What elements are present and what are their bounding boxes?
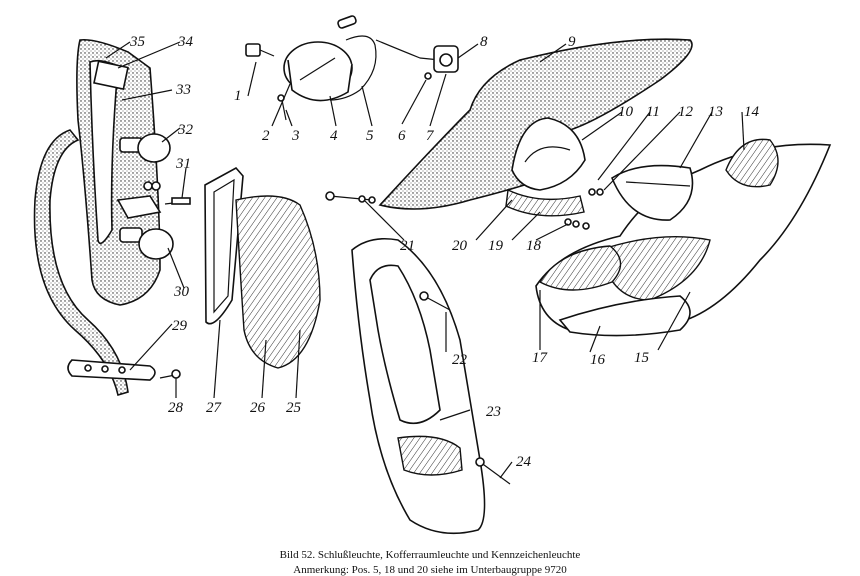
callout-32: 32 — [177, 122, 194, 138]
callout-18: 18 — [526, 238, 542, 254]
callout-28: 28 — [168, 400, 184, 416]
tail-lens-left — [539, 245, 622, 291]
callout-19: 19 — [488, 238, 504, 254]
callout-22: 22 — [452, 352, 468, 368]
bezel-screw-lower — [475, 457, 511, 485]
callout-2: 2 — [262, 128, 270, 144]
trunk-light-switch — [424, 45, 459, 80]
callout-7: 7 — [426, 128, 435, 144]
tail-lens-upper — [725, 138, 779, 188]
licence-lamp-glass — [511, 117, 586, 191]
bulb-lower — [119, 227, 174, 260]
trunk-light-screw — [245, 43, 275, 57]
callout-25: 25 — [286, 400, 302, 416]
mounting-screw-21 — [325, 191, 376, 204]
tail-lens-frame — [204, 166, 244, 325]
callout-15: 15 — [634, 350, 650, 366]
callout-11: 11 — [646, 104, 660, 120]
callout-31: 31 — [175, 156, 191, 172]
callout-4: 4 — [330, 128, 338, 144]
trunk-light-cable — [329, 15, 441, 101]
figure-caption: Bild 52. Schlußleuchte, Kofferraumleucht… — [279, 549, 581, 561]
lamp-holder-bracket — [116, 181, 191, 219]
callout-17: 17 — [532, 350, 549, 366]
emblem-plate — [611, 164, 694, 221]
callout-8: 8 — [480, 34, 488, 50]
callout-16: 16 — [590, 352, 606, 368]
callout-23: 23 — [486, 404, 501, 420]
mounting-strip — [67, 359, 181, 381]
small-fasteners — [564, 188, 604, 230]
callout-3: 3 — [291, 128, 300, 144]
callout-21: 21 — [400, 238, 415, 254]
trunk-light-housing — [283, 41, 353, 102]
callout-1: 1 — [234, 88, 242, 104]
callout-5: 5 — [366, 128, 374, 144]
callout-34: 34 — [177, 34, 194, 50]
callout-35: 35 — [129, 34, 146, 50]
callout-6: 6 — [398, 128, 406, 144]
tail-light-lens — [235, 195, 321, 369]
small-screw-3 — [277, 94, 287, 121]
callout-33: 33 — [175, 82, 191, 98]
callout-12: 12 — [678, 104, 694, 120]
callout-9: 9 — [568, 34, 576, 50]
leader-lines — [105, 41, 745, 479]
callout-29: 29 — [172, 318, 188, 334]
chrome-bezel — [351, 237, 486, 535]
callout-10: 10 — [618, 104, 634, 120]
callout-30: 30 — [173, 284, 190, 300]
licence-lamp-frame — [505, 188, 585, 217]
callout-13: 13 — [708, 104, 723, 120]
rear-light-housing-chrome — [535, 143, 832, 337]
bezel-screw-upper — [419, 291, 451, 311]
bulb-upper — [119, 133, 171, 163]
callout-14: 14 — [744, 104, 760, 120]
callout-24: 24 — [516, 454, 532, 470]
figure-note: Anmerkung: Pos. 5, 18 und 20 siehe im Un… — [293, 564, 567, 576]
callout-20: 20 — [452, 238, 468, 254]
tail-light-base-plate — [76, 38, 161, 306]
callout-27: 27 — [206, 400, 223, 416]
callout-26: 26 — [250, 400, 266, 416]
